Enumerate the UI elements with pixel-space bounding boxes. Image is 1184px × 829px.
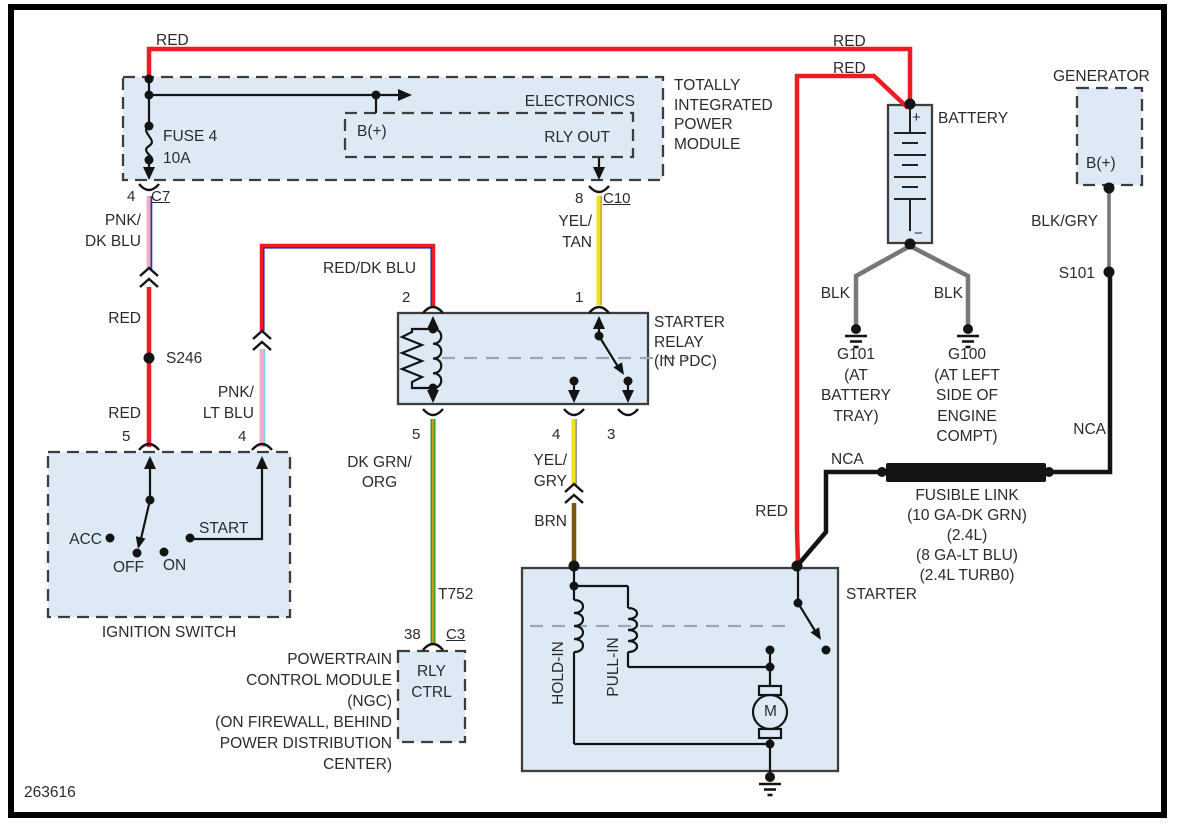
wire-label-red-upper: RED: [108, 310, 141, 327]
figure-number: 263616: [24, 784, 76, 801]
wire-label-yel-tan: YEL/ TAN: [558, 213, 592, 251]
generator-title: GENERATOR: [1053, 68, 1150, 85]
starter-pull-in-label: PULL-IN: [605, 637, 622, 697]
connector-c10: C10: [603, 190, 631, 207]
wire-label-red-lower: RED: [108, 405, 141, 422]
wire-label-red-starter: RED: [755, 503, 788, 520]
ground-g101-label: G101 (AT BATTERY TRAY): [820, 346, 892, 425]
wire-blk: [853, 244, 971, 326]
wire-label-red-top: RED: [156, 32, 189, 49]
junction-dots: [105, 74, 1115, 782]
tipm-b-plus-label: B(+): [357, 123, 387, 140]
splice-s101-dot: [1103, 266, 1115, 278]
tipm-pin8: 8: [575, 190, 584, 207]
fuse-label: FUSE 4 10A: [163, 128, 218, 167]
linkage-dashes: [442, 356, 786, 628]
wire-label-pnk-dkblu: PNK/ DK BLU: [85, 212, 141, 250]
relay-pin2: 2: [402, 289, 411, 306]
tipm-title: TOTALLY INTEGRATED POWER MODULE: [674, 77, 773, 154]
ground-symbols: [759, 334, 979, 797]
wire-label-nca-left: NCA: [831, 451, 864, 468]
wire-label-pnk-ltblu: PNK/ LT BLU: [202, 384, 254, 422]
tipm-pin4: 4: [127, 188, 136, 205]
arrowheads: [135, 89, 821, 640]
wire-label-blk-gry: BLK/GRY: [1031, 213, 1098, 230]
starter-hold-in-label: HOLD-IN: [550, 641, 567, 705]
component-boxes: [46, 75, 1144, 773]
ignition-pin5: 5: [122, 428, 131, 445]
starter-title: STARTER: [846, 586, 917, 603]
battery-title: BATTERY: [938, 110, 1009, 127]
ground-g100-label: G100 (AT LEFT SIDE OF ENGINE COMPT): [934, 346, 1000, 445]
ignition-title: IGNITION SWITCH: [101, 624, 237, 641]
starter-motor-label: M: [764, 703, 777, 720]
wire-label-dkgrn-org: DK GRN/ ORG: [347, 454, 412, 491]
electronics-label: ELECTRONICS: [524, 93, 635, 110]
rly-ctrl-label: RLY CTRL: [411, 663, 452, 701]
wire-label-nca-right: NCA: [1073, 421, 1106, 438]
electronics-box: [343, 111, 635, 159]
fusible-link-bar: [886, 463, 1046, 482]
wire-yel-tan: [596, 196, 603, 305]
generator-terminal-dot: [1103, 182, 1115, 194]
wire-label-blk-right: BLK: [933, 285, 963, 302]
pcm-title: POWERTRAIN CONTROL MODULE (NGC) (ON FIRE…: [215, 651, 392, 773]
page-border: [8, 4, 1167, 818]
relay-pin3: 3: [607, 426, 616, 443]
fusible-link-caption: FUSIBLE LINK (10 GA-DK GRN) (2.4L) (8 GA…: [907, 487, 1027, 584]
battery-plus: +: [912, 109, 921, 126]
pin-brackets: [138, 183, 639, 651]
connector-c3: C3: [446, 626, 466, 643]
wire-pnk-ltblu: [259, 349, 266, 447]
rly-ctrl-box: [396, 649, 467, 744]
wire-label-blk-left: BLK: [820, 285, 850, 302]
wire-label-red-battery-upper: RED: [833, 33, 866, 50]
ignition-on-label: ON: [163, 557, 187, 574]
wire-yel-gry: [571, 419, 578, 486]
battery-internals: [894, 106, 926, 231]
generator-b-plus-label: B(+): [1086, 155, 1116, 172]
relay-pin5: 5: [412, 426, 421, 443]
ignition-switch-box: [46, 450, 292, 619]
wire-pnk-dkblu: [146, 196, 153, 269]
splice-s246-label: S246: [166, 350, 203, 367]
wire-red: [146, 46, 913, 565]
relay-pin1: 1: [575, 289, 584, 306]
ignition-off-label: OFF: [113, 559, 144, 576]
inline-connectors: [139, 266, 584, 504]
wire-nca: [795, 276, 1113, 568]
starter-internals: [572, 565, 818, 776]
splice-s101-label: S101: [1058, 265, 1095, 282]
relay-pin4: 4: [552, 426, 561, 443]
starter-box: [520, 566, 840, 773]
wire-label-brn: BRN: [534, 513, 567, 530]
ignition-start-label: START: [199, 520, 249, 537]
wire-label-red-dkblu: RED/DK BLU: [323, 260, 417, 277]
ignition-acc-label: ACC: [69, 531, 102, 548]
splice-s246-dot: [143, 352, 155, 364]
wire-red-dkblu: [259, 243, 436, 331]
ignition-pin4: 4: [238, 428, 247, 445]
pcm-pin38: 38: [404, 626, 421, 643]
splice-t752-label: T752: [438, 586, 474, 603]
wire-label-yel-gry: YEL/ GRY: [533, 452, 567, 490]
connector-c7: C7: [151, 188, 171, 205]
battery-minus: −: [914, 225, 923, 242]
relay-title: STARTER RELAY (IN PDC): [654, 314, 725, 371]
wire-label-red-battery-lower: RED: [833, 60, 866, 77]
rly-out-label: RLY OUT: [544, 129, 610, 146]
